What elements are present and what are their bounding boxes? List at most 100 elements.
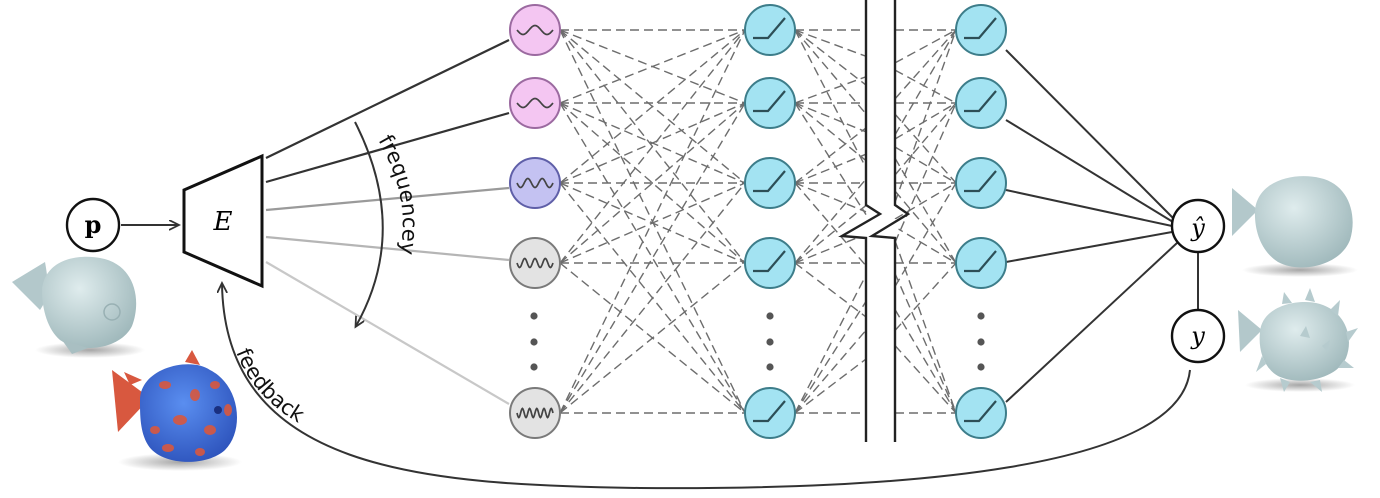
- encoding-unit-low-frequency: [509, 77, 561, 129]
- fish-mesh-icon: [12, 256, 145, 358]
- connection-line: [794, 358, 867, 414]
- connection-line: [894, 182, 957, 287]
- encoding-unit-highest-frequency: [509, 387, 561, 439]
- frequency-arrow: [354, 121, 384, 326]
- connection-line: [794, 102, 867, 162]
- connection-line: [794, 262, 867, 318]
- feedback-arrow: [222, 284, 1191, 490]
- connection-line: [559, 29, 746, 414]
- connection-line: [794, 29, 867, 86]
- hidden-unit: [955, 77, 1007, 129]
- relu-icon: [964, 250, 997, 273]
- hidden-unit: [744, 77, 796, 129]
- sine-wave-icon: [516, 407, 554, 419]
- sine-wave-icon: [516, 257, 554, 269]
- connection-line: [894, 262, 957, 331]
- connection-line: [894, 273, 957, 414]
- connection-line: [559, 102, 746, 414]
- connection-line: [894, 146, 957, 184]
- pufferfish-target-icon: [1238, 288, 1358, 392]
- relu-icon: [964, 17, 997, 40]
- connection-line: [559, 29, 746, 264]
- connection-line: [794, 29, 867, 57]
- connection-line: [894, 345, 957, 414]
- connection-line: [794, 178, 867, 264]
- relu-icon: [964, 90, 997, 113]
- connection-line: [894, 190, 957, 264]
- target-node: y: [1170, 308, 1226, 364]
- encoding-unit-low-frequency: [509, 4, 561, 56]
- frequency-label: frequencey: [374, 131, 422, 257]
- relu-icon: [964, 170, 997, 193]
- input-label: p: [85, 210, 102, 239]
- encoding-unit-high-frequency: [509, 237, 561, 289]
- connection-line: [894, 102, 957, 176]
- relu-icon: [753, 400, 786, 423]
- connection-line: [559, 29, 746, 184]
- encoding-unit-mid-frequency: [509, 157, 561, 209]
- hidden-unit: [744, 237, 796, 289]
- target-label: y: [1190, 322, 1205, 350]
- fish-heatmap-icon: [112, 350, 242, 471]
- output-lines: [1005, 49, 1199, 403]
- connection-line: [794, 127, 867, 184]
- connection-line: [794, 102, 867, 133]
- connection-line: [559, 29, 746, 104]
- hidden-unit: [744, 157, 796, 209]
- hidden-unit: [955, 387, 1007, 439]
- hidden-unit: [955, 237, 1007, 289]
- relu-icon: [753, 250, 786, 273]
- feedback-label: feedback: [231, 345, 309, 428]
- input-node: p: [65, 197, 121, 253]
- network-connections: [559, 29, 957, 414]
- connection-line: [794, 29, 867, 169]
- sine-wave-icon: [516, 177, 554, 189]
- connection-line: [559, 102, 746, 184]
- connection-line: [894, 226, 957, 264]
- connection-line: [794, 329, 867, 414]
- relu-icon: [964, 400, 997, 423]
- hidden-unit: [744, 4, 796, 56]
- connection-line: [894, 102, 957, 140]
- connection-line: [894, 29, 957, 64]
- relu-icon: [753, 170, 786, 193]
- hidden-unit: [955, 157, 1007, 209]
- encoding-layer: [509, 4, 561, 439]
- connection-line: [794, 182, 867, 267]
- hidden-layers: [744, 4, 1007, 439]
- connection-line: [794, 153, 867, 184]
- hidden-unit: [955, 4, 1007, 56]
- connection-line: [894, 29, 957, 100]
- relu-icon: [753, 17, 786, 40]
- encoder-label: E: [213, 207, 233, 237]
- connection-line: [894, 29, 957, 203]
- connection-line: [794, 102, 867, 215]
- connection-line: [559, 182, 746, 414]
- connection-line: [794, 233, 867, 264]
- layer-break: [838, 0, 911, 442]
- prediction-label: ŷ: [1190, 214, 1205, 242]
- connection-line: [894, 113, 957, 184]
- connection-line: [894, 29, 957, 136]
- prediction-node: ŷ: [1170, 198, 1226, 254]
- connection-line: [559, 262, 746, 414]
- connection-line: [794, 301, 867, 414]
- connection-line: [894, 182, 957, 220]
- connection-line: [794, 29, 867, 115]
- connection-line: [894, 102, 957, 243]
- encoder-output-lines: [265, 39, 510, 405]
- sine-wave-icon: [516, 97, 554, 109]
- connection-line: [794, 274, 867, 414]
- connection-line: [559, 102, 746, 414]
- ellipsis-dots: [530, 312, 985, 371]
- relu-icon: [753, 90, 786, 113]
- hidden-unit: [744, 387, 796, 439]
- connection-line: [894, 240, 957, 414]
- encoder-block: E: [182, 153, 264, 289]
- connection-line: [794, 204, 867, 264]
- connection-line: [894, 69, 957, 104]
- sine-wave-icon: [516, 24, 554, 36]
- connection-line: [559, 102, 746, 264]
- connection-line: [894, 309, 957, 414]
